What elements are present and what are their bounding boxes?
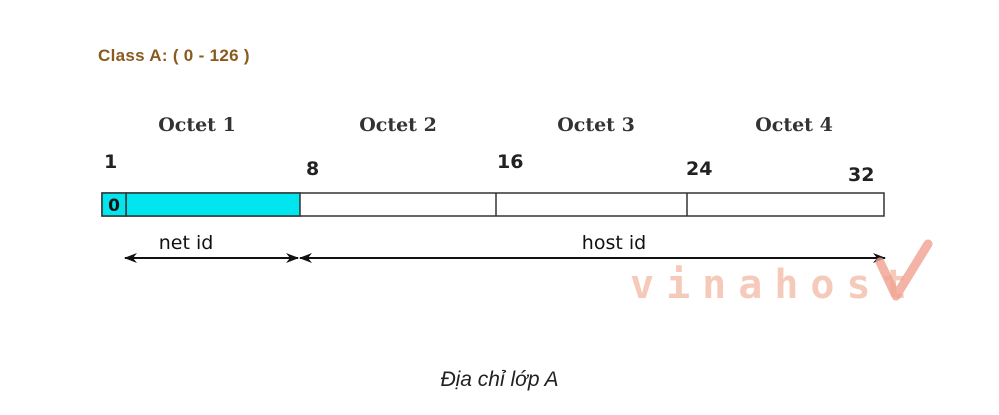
first-bit-value: 0 bbox=[108, 196, 120, 216]
watermark-check-icon bbox=[875, 239, 933, 301]
octet-3-label: Octet 3 bbox=[557, 114, 635, 136]
diagram-title: Class A: ( 0 - 126 ) bbox=[98, 46, 250, 65]
bit-position-32: 32 bbox=[848, 164, 875, 186]
address-bar-drawing: 0 net id host id vinahost bbox=[101, 192, 933, 308]
watermark-text: vinahost bbox=[630, 262, 919, 308]
first-bit-cell bbox=[101, 192, 127, 217]
bit-position-8: 8 bbox=[306, 158, 320, 180]
octet-2-label: Octet 2 bbox=[359, 114, 437, 136]
class-a-diagram: Class A: ( 0 - 126 ) Octet 1 Octet 2 Oct… bbox=[98, 46, 933, 308]
bit-position-24: 24 bbox=[686, 158, 713, 180]
net-id-label: net id bbox=[159, 232, 214, 254]
host-id-label: host id bbox=[582, 232, 646, 254]
vinahost-watermark: vinahost bbox=[630, 239, 933, 308]
octet-1-label: Octet 1 bbox=[158, 114, 236, 136]
bit-position-16: 16 bbox=[497, 151, 524, 173]
bit-position-1: 1 bbox=[104, 151, 118, 173]
figure-caption: Địa chỉ lớp A bbox=[440, 368, 559, 391]
network-bits-fill bbox=[125, 192, 301, 217]
octet-4-label: Octet 4 bbox=[755, 114, 833, 136]
